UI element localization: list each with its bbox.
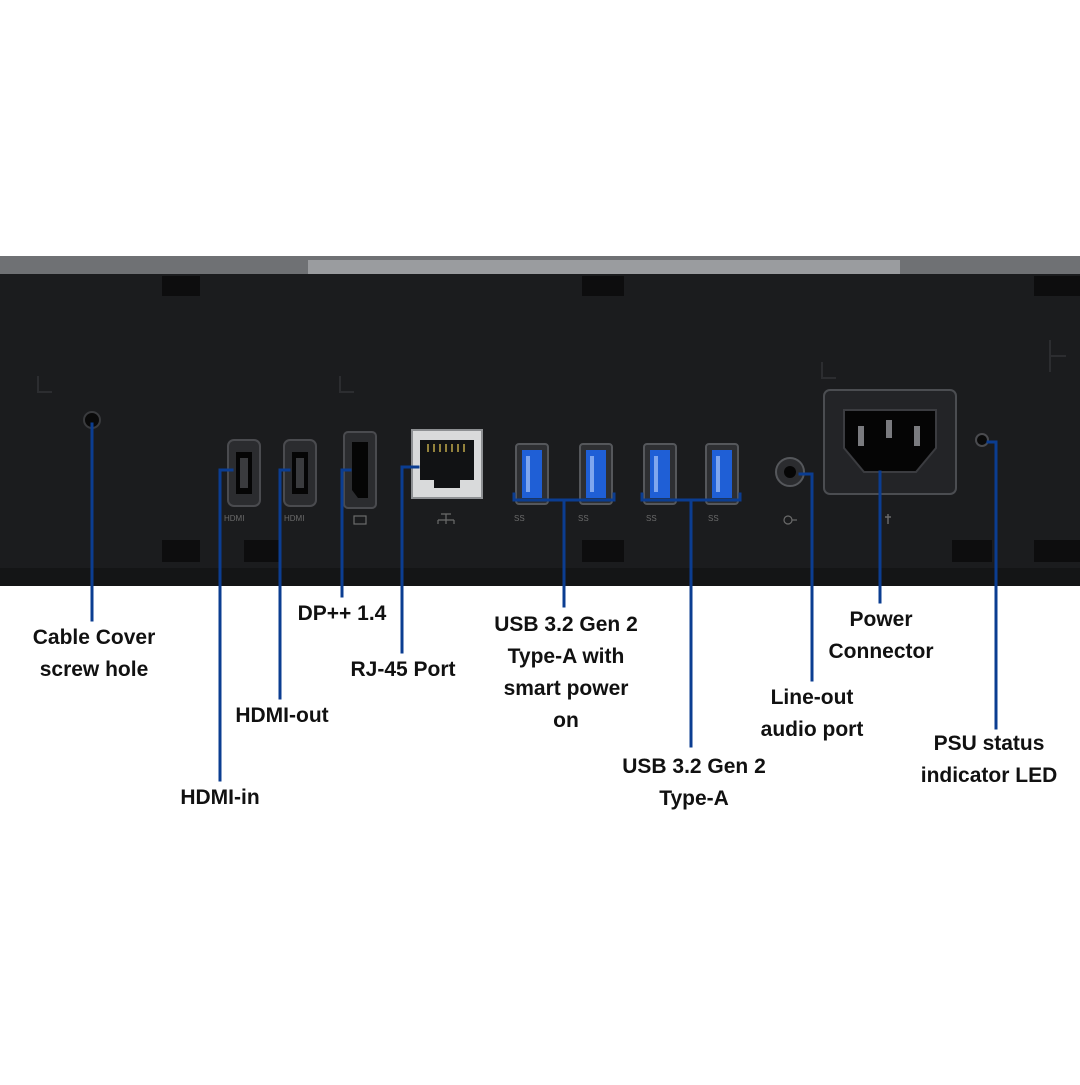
callout-text: USB 3.2 Gen 2 bbox=[494, 613, 638, 636]
callout-text: smart power bbox=[503, 677, 629, 700]
corner-mark bbox=[1049, 340, 1066, 372]
usb-icon-label: SS bbox=[646, 514, 657, 523]
callout-text: USB 3.2 Gen 2 bbox=[622, 755, 766, 778]
top-notch bbox=[582, 276, 624, 296]
top-notch bbox=[1034, 276, 1080, 296]
usb-port-1 bbox=[515, 443, 549, 505]
callout-text: Line-out bbox=[770, 686, 854, 709]
power-connector bbox=[823, 389, 957, 495]
callout-text: Connector bbox=[828, 640, 934, 663]
callout-rj45: RJ-45 Port bbox=[332, 654, 474, 686]
leader-line-hdmi-in bbox=[218, 468, 234, 782]
leader-lines bbox=[90, 422, 998, 782]
callout-text: on bbox=[553, 709, 579, 732]
callout-line-out: Line-out audio port bbox=[740, 682, 884, 746]
callout-psu-status-led: PSU status indicator LED bbox=[906, 728, 1072, 792]
callout-usb-smart-power: USB 3.2 Gen 2 Type-A with smart power on bbox=[474, 609, 658, 737]
callout-cable-cover-screw-hole: Cable Cover screw hole bbox=[14, 622, 174, 686]
usb-port-4 bbox=[705, 443, 739, 505]
hdmi-out-icon-label: HDMI bbox=[284, 514, 304, 523]
bottom-notch bbox=[582, 540, 624, 562]
callout-text: DP++ 1.4 bbox=[297, 602, 387, 625]
callout-text: RJ-45 Port bbox=[350, 658, 456, 681]
leader-line-rj45 bbox=[400, 465, 420, 654]
callout-text: indicator LED bbox=[920, 764, 1058, 787]
network-icon bbox=[437, 513, 455, 524]
callout-power-connector: Power Connector bbox=[810, 604, 952, 668]
leader-line-line-out bbox=[798, 472, 814, 682]
leader-line-dp bbox=[340, 468, 352, 598]
callout-text: audio port bbox=[760, 718, 864, 741]
displayport-icon bbox=[353, 515, 367, 525]
displayport-port bbox=[343, 431, 377, 509]
psu-status-led bbox=[975, 433, 989, 447]
leader-line-psu-led bbox=[986, 440, 998, 730]
leader-line-hdmi-out bbox=[278, 468, 291, 700]
corner-mark bbox=[339, 376, 354, 393]
bottom-notch bbox=[1034, 540, 1080, 562]
corner-mark bbox=[821, 362, 836, 379]
power-icon bbox=[885, 514, 891, 524]
callout-hdmi-out: HDMI-out bbox=[212, 700, 352, 732]
dock-bottom-edge bbox=[0, 568, 1080, 586]
callout-usb-standard: USB 3.2 Gen 2 Type-A bbox=[602, 751, 786, 815]
callout-text: Type-A with bbox=[507, 645, 625, 668]
bottom-notch bbox=[952, 540, 992, 562]
hdmi-in-icon-label: HDMI bbox=[224, 514, 244, 523]
rj45-port bbox=[411, 429, 483, 499]
usb-icon-label: SS bbox=[578, 514, 589, 523]
dock-top-recess bbox=[308, 260, 900, 274]
callout-text: Type-A bbox=[659, 787, 729, 810]
callout-text: HDMI-in bbox=[180, 786, 260, 809]
usb-port-3 bbox=[643, 443, 677, 505]
bottom-notch bbox=[162, 540, 200, 562]
hdmi-out-port bbox=[283, 439, 317, 507]
hdmi-in-port bbox=[227, 439, 261, 507]
usb-port-2 bbox=[579, 443, 613, 505]
callout-dp: DP++ 1.4 bbox=[282, 598, 402, 630]
callout-hdmi-in: HDMI-in bbox=[150, 782, 290, 814]
corner-mark bbox=[37, 376, 52, 393]
leader-bracket-usb-smart bbox=[512, 492, 616, 608]
bottom-notch bbox=[244, 540, 280, 562]
callout-text: HDMI-out bbox=[235, 704, 329, 727]
callout-text: screw hole bbox=[39, 658, 149, 681]
leader-bracket-usb-std bbox=[640, 492, 742, 748]
usb-icon-label: SS bbox=[708, 514, 719, 523]
line-out-audio-jack bbox=[775, 457, 805, 487]
headphone-icon bbox=[783, 515, 797, 525]
callout-text: Power bbox=[849, 608, 913, 631]
top-notch bbox=[162, 276, 200, 296]
usb-icon-label: SS bbox=[514, 514, 525, 523]
callout-text: Cable Cover bbox=[32, 626, 156, 649]
callout-text: PSU status bbox=[933, 732, 1045, 755]
